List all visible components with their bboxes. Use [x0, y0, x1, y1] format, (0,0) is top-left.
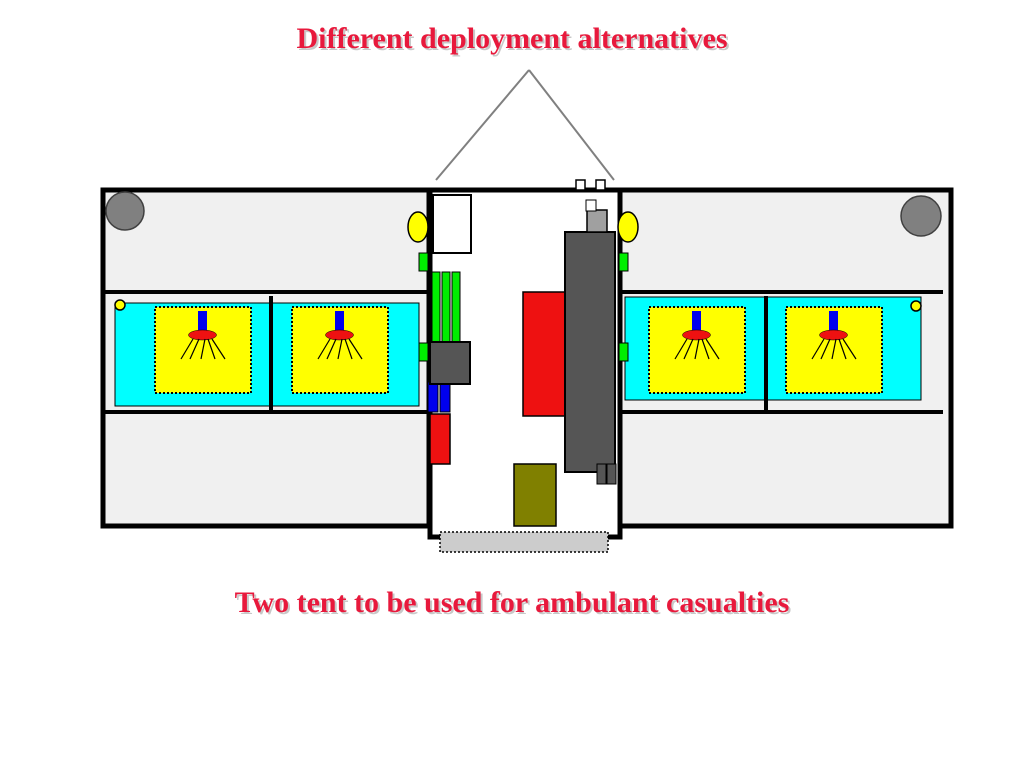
light-icon — [617, 211, 639, 243]
central-container — [427, 179, 623, 553]
shower-icon — [785, 306, 883, 394]
red-unit — [429, 413, 451, 465]
entry-ramp — [439, 531, 609, 553]
shower-icon — [291, 306, 389, 394]
shower-icon — [154, 306, 252, 394]
connectors — [418, 252, 629, 362]
heater-panel — [522, 291, 566, 417]
slide-caption: Two tent to be used for ambulant casualt… — [234, 586, 790, 619]
tent-pole-icon — [105, 191, 145, 231]
shower-icon — [648, 306, 746, 394]
marker-icon — [114, 299, 126, 311]
water-tank — [513, 463, 557, 527]
roof-lines — [435, 69, 615, 181]
pump-unit — [429, 341, 471, 385]
equipment-column — [564, 231, 616, 473]
light-icon — [407, 211, 429, 243]
marker-icon — [910, 300, 922, 312]
tent-pole-icon — [900, 195, 942, 237]
slide-title: Different deployment alternatives — [296, 22, 728, 55]
container-cabinet — [432, 194, 472, 254]
